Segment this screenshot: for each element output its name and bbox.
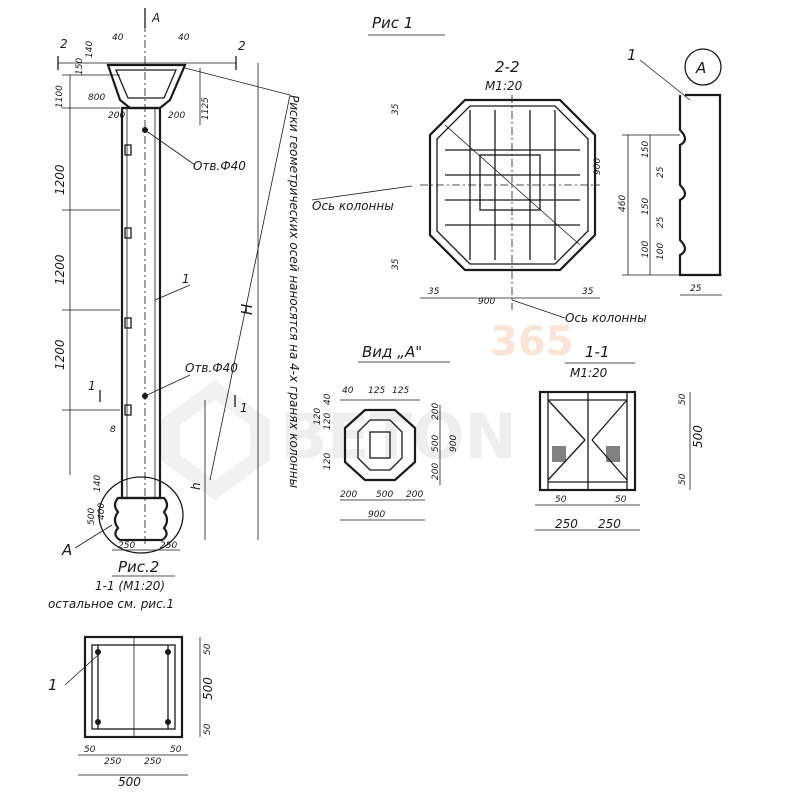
view-a-dim-b-200a: 200 <box>340 490 357 500</box>
detail-a-overall: 460 <box>618 195 628 212</box>
dim-bottom-400: 400 <box>97 503 107 520</box>
small-dim-140: 140 <box>93 475 103 492</box>
axis-note: Риски геометрических осей наносятся на 4… <box>287 95 301 488</box>
s22-dim-left-35: 35 <box>391 258 401 270</box>
view-a-dim-left-120b: 120 <box>313 408 323 425</box>
section-mark-2-left: 2 <box>60 37 68 51</box>
figure1: Рис 1 2-2 М1:20 35 900 35 35 900 35 Ось <box>311 14 722 531</box>
view-a-dim-b-500: 500 <box>376 490 393 500</box>
f1-s11-dim-r-500: 500 <box>691 425 705 448</box>
s22-dim-bottom-35b: 35 <box>582 287 594 297</box>
s11-dim-b-50b: 50 <box>170 745 182 755</box>
detail-a: A 1 460 150 25 150 25 100 100 25 <box>618 46 722 296</box>
view-a-dim-left-40: 40 <box>323 393 333 405</box>
dim-left-140: 140 <box>85 41 95 58</box>
height-H: H <box>238 304 256 315</box>
section-mark-top: А <box>151 11 160 25</box>
dim-bottom-500: 500 <box>87 508 97 525</box>
s11-dim-r-50b: 50 <box>203 723 213 735</box>
section-1-1-leader: 1 <box>48 676 58 694</box>
s22-dim-right-900: 900 <box>593 158 603 175</box>
view-a-title: Вид „А" <box>362 343 422 361</box>
section-1-1-note: остальное см. рис.1 <box>48 597 174 611</box>
f1-s11-dim-r-50b: 50 <box>678 473 688 485</box>
s22-dim-bottom-900: 900 <box>478 297 495 307</box>
height-h: h <box>189 482 203 490</box>
hole-label-bottom: Отв.Ф40 <box>185 361 238 375</box>
s11-dim-b-50a: 50 <box>84 745 96 755</box>
figure2-title: Рис.2 <box>118 558 159 576</box>
view-a-dim-left-small: 120 <box>323 453 333 470</box>
s11-dim-r-500: 500 <box>201 677 215 700</box>
dim-bottom-250-a: 250 <box>118 541 135 551</box>
section-mark-1-right: 1 <box>240 401 248 415</box>
view-a-dim-left-120a: 120 <box>323 413 333 430</box>
watermark-number: 365 <box>490 319 574 365</box>
f1-s11-dim-b-250b: 250 <box>598 517 621 531</box>
section-2-2-plan <box>420 95 600 310</box>
view-a-dim-40: 40 <box>342 386 354 396</box>
detail-a-dim-25b: 25 <box>656 216 666 228</box>
s11-dim-b-250b: 250 <box>144 757 161 767</box>
view-a-dim-125a: 125 <box>368 386 385 396</box>
section-2-2-title: 2-2 <box>495 58 520 76</box>
f1-s11-dim-r-50a: 50 <box>678 393 688 405</box>
figure2-section-1-1: Рис.2 1-1 (М1:20) остальное см. рис.1 1 … <box>48 558 215 789</box>
view-a-dim-b-200b: 200 <box>406 490 423 500</box>
detail-a-leader: 1 <box>627 46 637 64</box>
s22-dim-bottom-35a: 35 <box>428 287 440 297</box>
s11-dim-overall-500: 500 <box>118 775 141 789</box>
detail-marker-A: А <box>61 541 72 559</box>
detail-a-dim-150a: 150 <box>641 141 651 158</box>
dim-right-200-b: 200 <box>168 111 185 121</box>
axis-label-bottom: Ось колонны <box>565 311 647 325</box>
dim-left-1200-a: 1200 <box>53 164 67 195</box>
dim-top-40-left: 40 <box>112 33 124 43</box>
detail-a-dim-25a: 25 <box>656 166 666 178</box>
s22-dim-top-35: 35 <box>391 103 401 115</box>
dim-left-800: 800 <box>88 93 105 103</box>
view-a-dim-right-500: 500 <box>431 435 441 452</box>
section-mark-2-right: 2 <box>238 39 246 53</box>
detail-a-dim-100a: 100 <box>641 241 651 258</box>
dim-bottom-250-b: 250 <box>160 541 177 551</box>
view-a-overall-bottom: 900 <box>368 510 385 520</box>
section-mark-1-left: 1 <box>88 379 96 393</box>
figure1-title: Рис 1 <box>372 14 413 32</box>
f1-s11-dim-b-250a: 250 <box>555 517 578 531</box>
dim-left-150: 150 <box>75 58 85 75</box>
view-a-dim-right-200b: 200 <box>431 463 441 480</box>
f1-s11-dim-b-50b: 50 <box>615 495 627 505</box>
hole-label-top: Отв.Ф40 <box>193 159 246 173</box>
f1-s11-scale: М1:20 <box>570 366 608 380</box>
section-1-1-title-left: 1-1 (М1:20) <box>95 579 165 593</box>
view-a-dim-125b: 125 <box>392 386 409 396</box>
detail-a-marker: A <box>695 59 706 77</box>
detail-a-dim-150b: 150 <box>641 198 651 215</box>
leader-1: 1 <box>182 272 190 286</box>
s11-dim-b-250a: 250 <box>104 757 121 767</box>
view-a: Вид „А" 40 125 125 120 120 40 120 200 50… <box>313 343 459 521</box>
f1-s11-title: 1-1 <box>585 343 610 361</box>
dim-left-1200-c: 1200 <box>53 339 67 370</box>
dim-top-40-right: 40 <box>178 33 190 43</box>
dim-right-1125: 1125 <box>201 97 211 120</box>
dim-left-1200-b: 1200 <box>53 254 67 285</box>
axis-label-left: Ось колонны <box>312 199 394 213</box>
view-a-dim-right-200a: 200 <box>431 403 441 420</box>
s11-dim-r-50a: 50 <box>203 643 213 655</box>
view-a-overall-right: 900 <box>449 435 459 452</box>
f1-s11-dim-b-50a: 50 <box>555 495 567 505</box>
section-2-2-scale: М1:20 <box>485 79 523 93</box>
dim-left-1100: 1100 <box>55 85 65 108</box>
column-elevation: А 2 2 Отв.Ф40 Отв.Ф40 1 <box>53 8 301 559</box>
dim-right-200-a: 200 <box>108 111 125 121</box>
detail-a-dim-100b: 100 <box>656 243 666 260</box>
figure1-section-1-1: 1-1 М1:20 50 500 50 50 50 250 250 <box>535 343 705 531</box>
small-dim-8: 8 <box>110 425 116 435</box>
detail-a-dim-25: 25 <box>690 284 702 294</box>
